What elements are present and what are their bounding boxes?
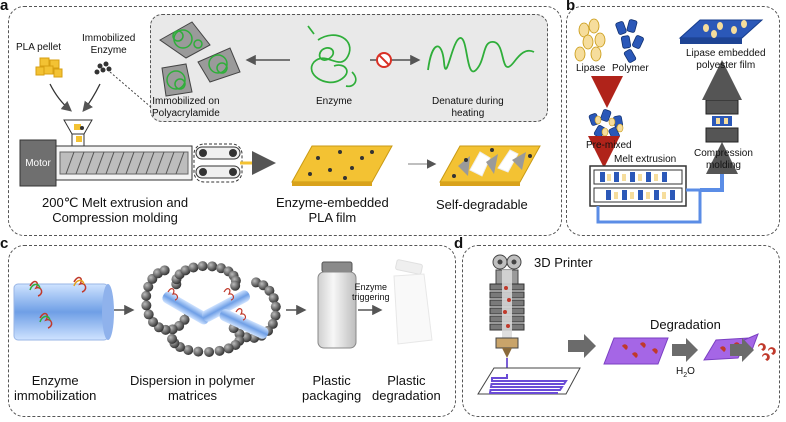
immobilized-on-label: Immobilized on Polyacrylamide	[152, 96, 220, 119]
3d-printer-head	[489, 254, 525, 374]
polymer-bead	[270, 301, 281, 312]
polymer-bead	[141, 290, 152, 301]
water-label: H2O	[676, 366, 695, 379]
panel-a-label: a	[0, 0, 9, 14]
polymer-bead	[268, 293, 279, 304]
denature-label: Denature during heating	[432, 96, 504, 119]
polyacrylamide-fragments	[159, 21, 241, 97]
polymer-bead	[270, 310, 281, 321]
enzyme-label: Enzyme	[316, 96, 353, 107]
polymer-bead	[183, 344, 194, 355]
pla-pellet-icon	[35, 57, 63, 78]
enzyme-triggering-label: Enzyme triggering	[352, 282, 390, 303]
immobilized-enzyme-icon	[94, 61, 112, 75]
arrow-d1	[568, 334, 596, 358]
lipase-label: Lipase	[576, 63, 606, 74]
melt-extruder-b	[588, 136, 738, 224]
melt-extrusion-label: 200℃ Melt extrusion and Compression mold…	[42, 195, 189, 225]
panel-b-label: b	[566, 0, 576, 14]
enzyme-fragments	[758, 343, 776, 361]
polymer-bead	[193, 346, 204, 357]
melt-extrusion-b-label: Melt extrusion	[614, 154, 677, 165]
polymer-bead	[214, 345, 225, 356]
panel-d	[462, 245, 780, 417]
polymer-bead	[230, 280, 241, 291]
enzyme-icon	[307, 25, 357, 88]
film-label: Enzyme-embedded PLA film	[276, 195, 389, 225]
polymer-bead	[167, 333, 178, 344]
polymer-bead	[141, 300, 152, 311]
compression-press	[702, 60, 742, 143]
extruder-machine	[19, 119, 276, 187]
polymer-icon	[615, 19, 644, 63]
enzyme-immobilized-tube	[13, 276, 114, 341]
printed-film	[603, 337, 669, 365]
polymer-bead	[223, 343, 234, 354]
polymer-label: Polymer	[612, 63, 649, 74]
lipase-film-label: Lipase embedded polyester film	[686, 48, 766, 71]
dispersed-enzyme-rods	[162, 288, 269, 339]
immobilized-enzyme-label: Immobilized Enzyme	[82, 33, 136, 56]
polymer-bead	[180, 265, 191, 276]
polymer-bead	[148, 316, 159, 327]
self-degradable-label: Self-degradable	[436, 197, 528, 212]
polymer-bead	[204, 346, 215, 357]
polymer-bead	[207, 261, 218, 272]
panel-d-label: d	[454, 235, 464, 252]
denatured-enzyme-icon	[427, 37, 535, 73]
print-bed	[477, 367, 581, 395]
step-degradation-label: Plastic degradation	[372, 373, 441, 403]
polymer-bead	[267, 318, 278, 329]
lipase-film	[678, 19, 764, 44]
3d-printer-label: 3D Printer	[534, 255, 593, 270]
polymer-bead	[264, 285, 275, 296]
step-immobilization-label: Enzyme immobilization	[14, 373, 97, 403]
compression-label: Compression molding	[694, 148, 753, 171]
arrow-pellet-hopper	[49, 83, 72, 112]
degraded-film	[439, 145, 541, 186]
lipase-icon	[574, 18, 606, 62]
arrow-d2	[672, 338, 698, 362]
premixed-icon	[588, 109, 624, 140]
callout-line	[109, 71, 153, 109]
prohibited-icon	[376, 52, 392, 68]
premixed-label: Pre-mixed	[586, 140, 632, 151]
polymer-bead	[143, 281, 154, 292]
arrow-enzyme-hopper	[82, 83, 101, 113]
plastic-bottle	[317, 261, 357, 349]
panel-a	[8, 6, 562, 236]
arrow-d-final	[730, 338, 754, 362]
degradation-label: Degradation	[650, 317, 721, 332]
enzyme-pla-film	[291, 145, 393, 186]
polymer-bead	[197, 261, 208, 272]
panel-b	[566, 6, 780, 236]
panel-c-label: c	[0, 235, 9, 252]
polymer-bead	[159, 265, 170, 276]
polymer-bead	[188, 262, 199, 273]
pla-pellet-label: PLA pellet	[16, 42, 62, 53]
motor-label: Motor	[25, 158, 51, 169]
panel-c	[8, 245, 456, 417]
step-packaging-label: Plastic packaging	[302, 373, 362, 403]
polymer-bead	[143, 309, 154, 320]
degrading-bottle	[393, 259, 433, 345]
step-dispersion-label: Dispersion in polymer matrices	[130, 373, 255, 403]
